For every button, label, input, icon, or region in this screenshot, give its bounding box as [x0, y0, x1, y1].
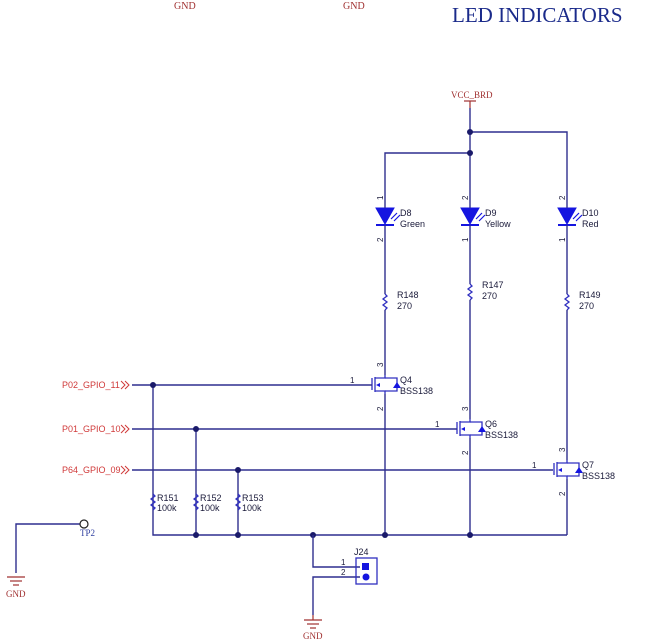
gnd-label-top-2: GND — [343, 1, 365, 12]
svg-text:J24: J24 — [354, 547, 369, 557]
svg-text:R149: R149 — [579, 290, 601, 300]
svg-text:100k: 100k — [157, 503, 177, 513]
svg-text:2: 2 — [558, 195, 567, 200]
svg-text:2: 2 — [376, 406, 385, 411]
svg-text:R148: R148 — [397, 290, 419, 300]
svg-text:Green: Green — [400, 219, 425, 229]
svg-text:1: 1 — [341, 558, 346, 567]
svg-text:BSS138: BSS138 — [582, 471, 615, 481]
svg-text:1: 1 — [558, 237, 567, 242]
svg-text:Yellow: Yellow — [485, 219, 511, 229]
svg-text:D10: D10 — [582, 208, 599, 218]
net-label-gpio11: P02_GPIO_11 — [62, 380, 120, 390]
ground-symbol — [7, 576, 25, 586]
svg-text:TP2: TP2 — [80, 528, 95, 538]
svg-text:270: 270 — [482, 291, 497, 301]
net-arrow-icons — [120, 380, 130, 475]
gnd-label-top-1: GND — [174, 1, 196, 12]
net-label-gpio09: P64_GPIO_09 — [62, 465, 121, 475]
svg-text:1: 1 — [435, 420, 440, 429]
ground-symbol — [304, 615, 322, 629]
page-title: LED INDICATORS — [452, 3, 623, 27]
net-label-gpio10: P01_GPIO_10 — [62, 424, 121, 434]
svg-text:Q4: Q4 — [400, 375, 412, 385]
svg-text:BSS138: BSS138 — [485, 430, 518, 440]
svg-text:R152: R152 — [200, 493, 222, 503]
svg-text:3: 3 — [376, 362, 385, 367]
svg-text:3: 3 — [558, 447, 567, 452]
svg-text:100k: 100k — [242, 503, 262, 513]
vcc-label: VCC_BRD — [451, 90, 493, 100]
svg-text:1: 1 — [350, 376, 355, 385]
vcc-symbol — [464, 100, 476, 108]
light-emission-icon — [572, 212, 583, 222]
svg-text:D9: D9 — [485, 208, 497, 218]
svg-text:2: 2 — [376, 237, 385, 242]
svg-text:D8: D8 — [400, 208, 412, 218]
vcc-wires — [384, 108, 568, 196]
gate-wires — [132, 382, 567, 538]
svg-text:Q7: Q7 — [582, 460, 594, 470]
svg-text:Red: Red — [582, 219, 599, 229]
svg-text:1: 1 — [532, 461, 537, 470]
testpoint-tp2: TP2 — [15, 519, 95, 573]
junction — [467, 129, 473, 135]
svg-text:270: 270 — [579, 301, 594, 311]
svg-text:2: 2 — [461, 450, 470, 455]
svg-text:BSS138: BSS138 — [400, 386, 433, 396]
svg-text:Q6: Q6 — [485, 419, 497, 429]
svg-text:2: 2 — [341, 568, 346, 577]
connector-j24: J24 1 2 — [312, 535, 378, 615]
light-emission-icon — [390, 212, 401, 222]
svg-text:R151: R151 — [157, 493, 179, 503]
svg-text:2: 2 — [558, 491, 567, 496]
junction — [467, 150, 473, 156]
light-emission-icon — [475, 212, 486, 222]
gnd-label-j24: GND — [303, 631, 323, 641]
svg-text:3: 3 — [461, 406, 470, 411]
svg-text:2: 2 — [461, 195, 470, 200]
svg-text:100k: 100k — [200, 503, 220, 513]
svg-text:1: 1 — [461, 237, 470, 242]
svg-text:R153: R153 — [242, 493, 264, 503]
svg-text:270: 270 — [397, 301, 412, 311]
gnd-label-tp2: GND — [6, 589, 26, 599]
svg-text:R147: R147 — [482, 280, 504, 290]
svg-text:1: 1 — [376, 195, 385, 200]
